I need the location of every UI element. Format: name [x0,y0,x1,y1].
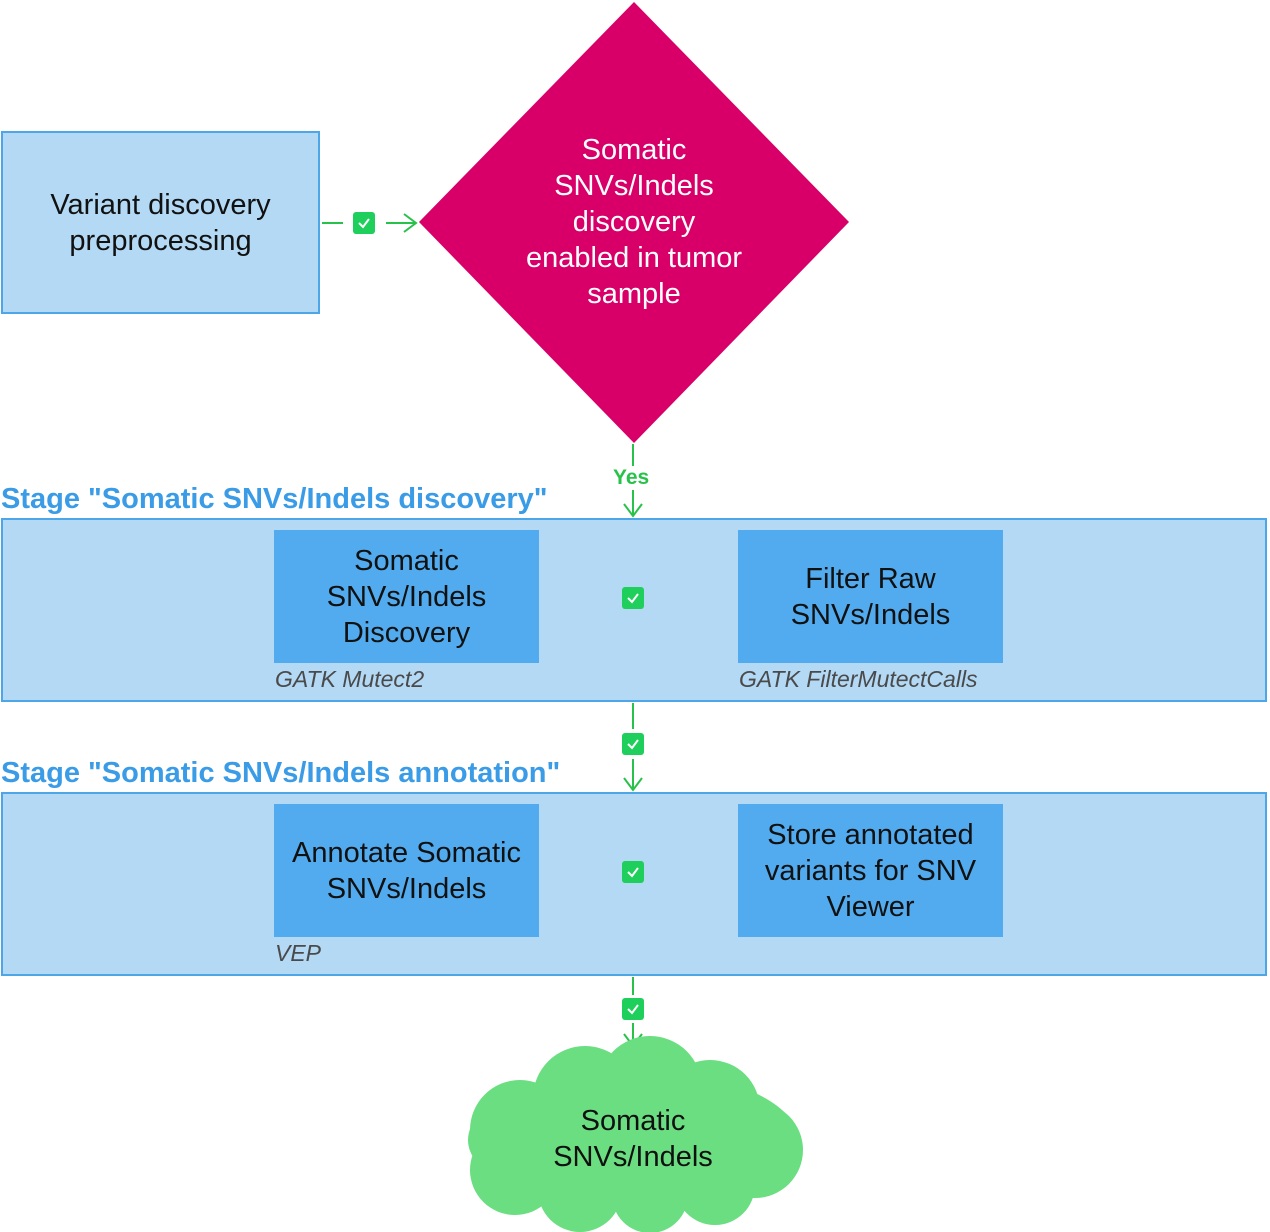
decision-yes-label: Yes [611,466,652,490]
checkmark-icon [622,733,644,755]
decision-label: Somatic SNVs/Indels discovery enabled in… [525,134,743,310]
checkmark-icon [622,998,644,1020]
task-store-annotated: Store annotated variants for SNV Viewer [738,804,1003,937]
output-cloud-text-area: Somatic SNVs/Indels [513,1096,753,1182]
tool-gatk-mutect2: GATK Mutect2 [275,666,425,692]
task-store-annotated-label: Store annotated variants for SNV Viewer [764,818,977,923]
task-annotate-label: Annotate Somatic SNVs/Indels [292,836,521,905]
task-somatic-discovery: Somatic SNVs/Indels Discovery [274,530,539,663]
preprocessing-label: Variant discovery preprocessing [50,188,271,257]
task-filter-raw: Filter Raw SNVs/Indels [738,530,1003,663]
stage-discovery-panel [1,518,1267,702]
stage-discovery-title: Stage "Somatic SNVs/Indels discovery" [1,483,548,515]
connector-stage-discovery-to-annotation [623,703,643,792]
stage-annotation-title: Stage "Somatic SNVs/Indels annotation" [1,757,561,789]
preprocessing-box: Variant discovery preprocessing [1,131,320,314]
checkmark-icon [353,212,375,234]
decision-text-area: Somatic SNVs/Indels discovery enabled in… [519,112,749,332]
checkmark-icon [622,861,644,883]
checkmark-icon [622,587,644,609]
stage-annotation-panel [1,792,1267,976]
output-label: Somatic SNVs/Indels [553,1105,713,1173]
yes-label-text: Yes [611,466,652,489]
decision-diamond [419,2,849,443]
task-filter-raw-label: Filter Raw SNVs/Indels [790,562,951,631]
output-cloud [468,1036,803,1232]
task-annotate: Annotate Somatic SNVs/Indels [274,804,539,937]
task-somatic-discovery-label: Somatic SNVs/Indels Discovery [326,544,487,649]
tool-gatk-filtermutectcalls: GATK FilterMutectCalls [739,666,978,692]
tool-vep: VEP [275,940,322,966]
connector-decision-to-stage-discovery [623,444,643,518]
connector-preprocessing-to-decision [322,213,418,233]
